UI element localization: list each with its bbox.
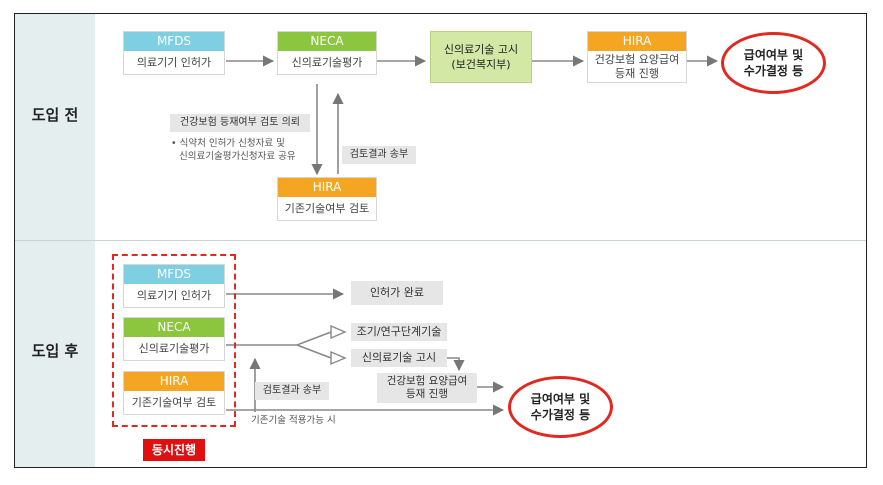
before-share-note: • 식약처 인허가 신청자료 및 신의료기술평가신청자료 공유 (171, 137, 296, 163)
after-listing-line2: 등재 진행 (406, 388, 448, 400)
after-hira-head: HIRA (124, 372, 224, 391)
after-label: 도입 후 (31, 342, 79, 360)
before-hira-head: HIRA (588, 32, 686, 51)
before-mfds-box: MFDS 의료기기 인허가 (123, 31, 225, 75)
before-neca-body: 신의료기술평가 (291, 56, 363, 69)
before-mfds-body: 의료기기 인허가 (136, 56, 212, 69)
after-result-oval: 급여여부 및 수가결정 등 (508, 376, 613, 438)
before-notice-box: 신의료기술 고시 (보건복지부) (430, 31, 532, 83)
after-review-result-label: 검토결과 송부 (255, 382, 329, 400)
before-notice-line2: (보건복지부) (451, 58, 511, 71)
branch-lower (296, 344, 332, 359)
before-result-line2: 수가결정 등 (743, 64, 804, 78)
before-share-line1: • 식약처 인허가 신청자료 및 (171, 138, 285, 149)
before-request-label: 건강보험 등재여부 검토 의뢰 (170, 114, 310, 132)
after-mfds-head: MFDS (124, 265, 224, 284)
after-existing-applicable: 기존기술 적용가능 시 (251, 415, 336, 426)
before-review-result-label: 검토결과 송부 (342, 146, 416, 164)
before-hira-line2: 등재 진행 (615, 67, 659, 80)
before-notice-line1: 신의료기술 고시 (443, 43, 519, 56)
before-hira-review-box: HIRA 기존기술여부 검토 (277, 177, 377, 221)
after-panel (15, 241, 95, 467)
branch-head-upper (330, 324, 347, 340)
after-new-tech-notice: 신의료기술 고시 (351, 349, 447, 367)
before-neca-box: NECA 신의료기술평가 (277, 31, 377, 75)
after-mfds-box: MFDS 의료기기 인허가 (123, 264, 225, 308)
before-hira-review-head: HIRA (278, 178, 376, 197)
after-early-tech: 조기/연구단계기술 (351, 323, 447, 341)
before-hira-line1: 건강보험 요양급여 (594, 53, 680, 66)
branch-upper (226, 331, 332, 346)
before-result-oval: 급여여부 및 수가결정 등 (721, 32, 826, 94)
after-mfds-body: 의료기기 인허가 (136, 289, 212, 302)
before-result-line1: 급여여부 및 (743, 48, 804, 62)
before-share-line2: 신의료기술평가신청자료 공유 (179, 151, 296, 162)
simultaneous-badge: 동시진행 (143, 439, 205, 461)
diagram-frame: 도입 전 도입 후 MFDS 의료기기 인허가 NECA 신의료기술평가 (14, 13, 867, 468)
connector-arrows (226, 55, 719, 416)
before-hira-review-body: 기존기술여부 검토 (284, 202, 370, 215)
after-result-line2: 수가결정 등 (530, 408, 591, 422)
after-neca-box: NECA 신의료기술평가 (123, 317, 225, 361)
after-hira-box: HIRA 기존기술여부 검토 (123, 371, 225, 415)
after-listing-line1: 건강보험 요양급여 (386, 375, 468, 387)
after-approval-done: 인허가 완료 (351, 281, 443, 305)
after-listing-box: 건강보험 요양급여 등재 진행 (377, 373, 477, 403)
after-neca-body: 신의료기술평가 (138, 342, 210, 355)
after-result-line1: 급여여부 및 (530, 392, 591, 406)
section-divider (15, 240, 866, 241)
before-neca-head: NECA (278, 32, 376, 51)
before-hira-box: HIRA 건강보험 요양급여 등재 진행 (587, 31, 687, 83)
before-label: 도입 전 (31, 106, 79, 124)
branch-head-lower (330, 350, 347, 366)
after-neca-head: NECA (124, 318, 224, 337)
arrow-notice-listing (447, 357, 465, 372)
after-hira-body: 기존기술여부 검토 (131, 396, 217, 409)
before-mfds-head: MFDS (124, 32, 224, 51)
before-panel (15, 14, 95, 240)
simultaneous-dashed-group (112, 254, 236, 427)
